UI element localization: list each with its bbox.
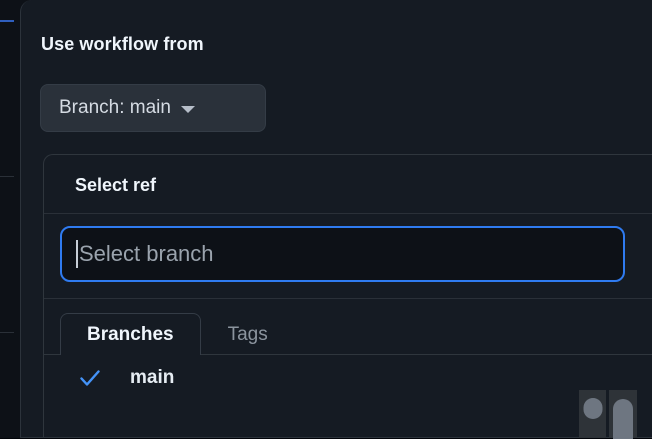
workflow-dispatch-dialog: Use workflow from Branch: main Select re… [20, 0, 652, 438]
tab-tags-label: Tags [228, 324, 268, 346]
backdrop-accent-rule [0, 20, 14, 22]
list-item[interactable]: main [44, 355, 652, 401]
popover-header: Select ref [44, 155, 652, 214]
check-icon [78, 366, 102, 390]
branch-selector-label: Branch: main [59, 97, 171, 119]
search-row: Select branch [44, 214, 652, 299]
text-cursor [76, 240, 78, 268]
backdrop-rule-1 [0, 176, 14, 177]
popover-title: Select ref [75, 175, 156, 196]
backdrop-left-strip [0, 0, 22, 438]
branch-selector-button[interactable]: Branch: main [40, 84, 266, 132]
ref-list: main [44, 355, 652, 401]
tabs-row: Branches Tags [44, 299, 652, 355]
vertical-scrollbar-inner-thumb[interactable] [613, 399, 633, 439]
ref-item-label: main [130, 367, 174, 389]
vertical-scrollbar-inner[interactable] [609, 390, 637, 438]
vertical-scrollbar-outer[interactable] [579, 390, 606, 438]
backdrop-rule-2 [0, 332, 14, 333]
branch-search-input[interactable]: Select branch [60, 226, 625, 282]
tab-branches-label: Branches [87, 324, 174, 346]
tab-tags[interactable]: Tags [201, 313, 295, 355]
select-ref-popover: Select ref Select branch Branches Tags [43, 154, 652, 438]
chevron-down-icon [181, 106, 195, 113]
tab-branches[interactable]: Branches [60, 313, 201, 355]
branch-search-placeholder: Select branch [79, 241, 214, 267]
ref-type-tablist: Branches Tags [60, 313, 652, 355]
use-workflow-from-label: Use workflow from [41, 34, 204, 55]
vertical-scrollbar-outer-thumb[interactable] [583, 398, 602, 419]
